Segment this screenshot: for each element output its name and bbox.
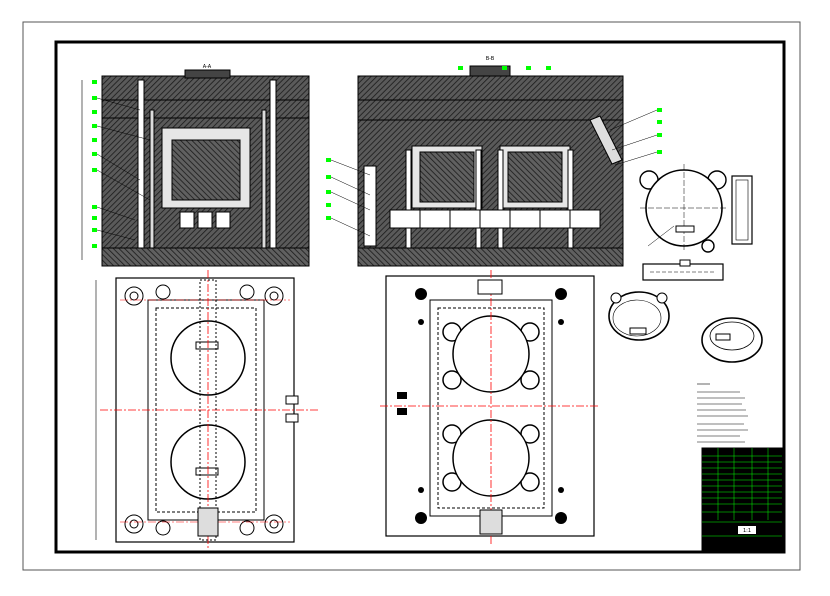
title-block: 1:1: [701, 447, 783, 553]
outer-border: [22, 21, 801, 571]
technical-notes: [697, 383, 748, 443]
part-views: [608, 164, 763, 363]
right-view-title: B-B: [486, 56, 495, 62]
inner-frame: [54, 40, 786, 554]
right-section-view: B-B: [326, 56, 662, 267]
title-block-scale: 1:1: [743, 528, 751, 534]
left-view-title: A-A: [203, 64, 212, 70]
left-plan-view: [95, 270, 318, 550]
left-section-view: A-A: [81, 64, 310, 267]
right-plan-view: [380, 270, 600, 545]
